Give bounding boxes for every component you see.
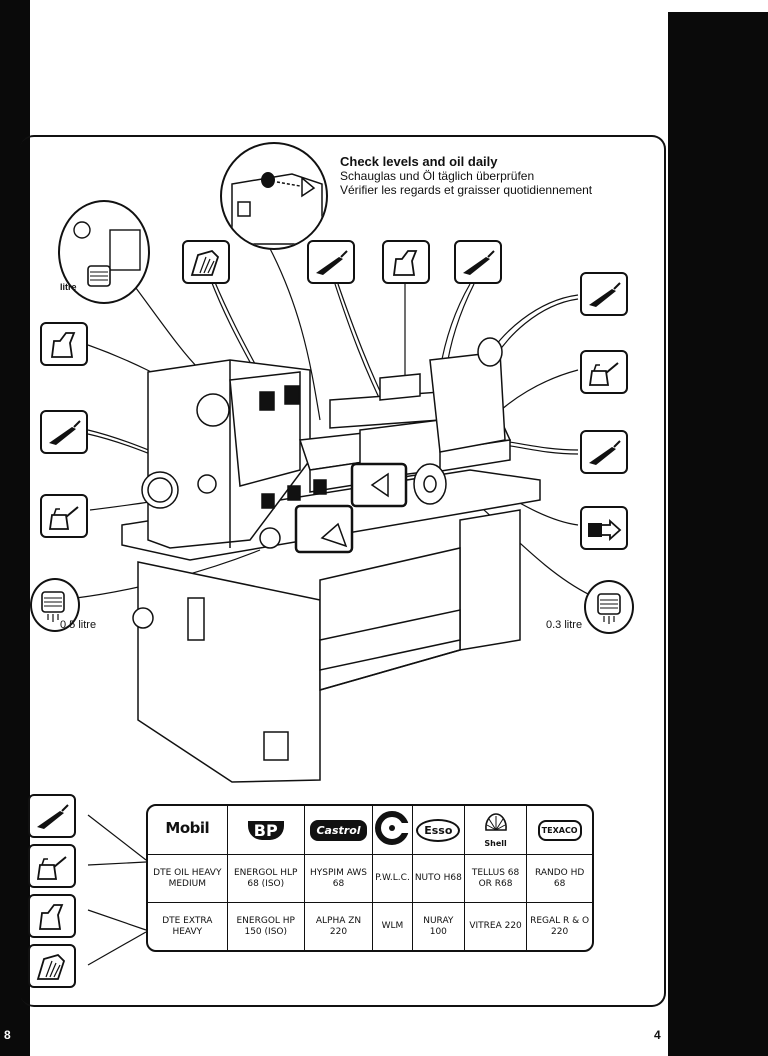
litre-label-top: litre xyxy=(60,282,77,292)
lubricant-box-grease-gun xyxy=(307,240,355,284)
brand-esso-logo: Esso xyxy=(416,818,461,842)
grade-cell: P.W.L.C. xyxy=(373,855,413,904)
oil-can-icon-small xyxy=(588,362,619,386)
scan-edge-left xyxy=(0,0,30,1056)
grade-cell: RANDO HD 68 xyxy=(527,855,592,904)
grease-gun-icon xyxy=(49,420,81,445)
lubricant-box-grease-gun xyxy=(580,430,628,474)
grade-cell: NUTO H68 xyxy=(412,855,465,904)
grade-row-medium: DTE OIL HEAVY MEDIUM ENERGOL HLP 68 (ISO… xyxy=(148,855,592,904)
brand-texaco-logo: TEXACO xyxy=(537,819,582,841)
brand-c xyxy=(373,806,413,855)
sight-glass-icon xyxy=(231,172,323,245)
grade-cell: VITREA 220 xyxy=(465,903,528,950)
lubricant-box-hand xyxy=(580,506,628,550)
oil-drain-icon xyxy=(41,591,65,622)
grade-cell: REGAL R & O 220 xyxy=(530,915,590,937)
shell-logo-icon xyxy=(484,812,507,831)
instruction-french: Vérifier les regards et graisser quotidi… xyxy=(340,183,593,197)
grade-cell: ENERGOL HP 150 (ISO) xyxy=(228,903,305,950)
page-frame xyxy=(20,135,666,1007)
brand-castrol: Castrol xyxy=(304,806,374,855)
legend-oil-can-small xyxy=(28,844,76,888)
grade-cell: DTE EXTRA HEAVY xyxy=(148,903,228,950)
oil-can-icon-small xyxy=(48,506,79,530)
instruction-english: Check levels and oil daily xyxy=(340,154,498,169)
lubricant-box-oil-can xyxy=(382,240,430,284)
oil-can-icon xyxy=(38,904,64,930)
brand-texaco: TEXACO xyxy=(527,806,592,855)
oil-drain-icon xyxy=(597,593,621,624)
instruction-header: Check levels and oil daily Schauglas und… xyxy=(340,154,660,197)
oil-drain-magnifier-left xyxy=(30,578,80,632)
grease-gun-icon xyxy=(316,250,348,275)
grade-cell: NURAY 100 xyxy=(413,903,465,950)
oil-drain-icon xyxy=(73,221,141,287)
lubricant-box-oil-can-small xyxy=(40,494,88,538)
hand-pointer-icon xyxy=(588,518,622,542)
lubricant-box-oil-can-small xyxy=(580,350,628,394)
brand-mobil: Mobil xyxy=(148,806,228,855)
litre-label-right: 0.3 litre xyxy=(546,619,583,631)
brand-bp: BP xyxy=(227,806,305,855)
page-number-left: 8 xyxy=(4,1028,11,1042)
instruction-german: Schauglas und Öl täglich überprüfen xyxy=(340,169,535,183)
brand-castrol-logo: Castrol xyxy=(310,819,367,841)
grade-cell: WLM xyxy=(373,903,413,950)
lubricant-box-grease-gun xyxy=(40,410,88,454)
brand-row: Mobil BP Castrol Esso Shell TEXACO xyxy=(148,806,592,855)
legend-grease-can xyxy=(28,944,76,988)
sight-glass-magnifier xyxy=(220,142,328,250)
grease-can-icon xyxy=(36,953,66,980)
lubricant-box-oil-can xyxy=(40,322,88,366)
grade-cell: DTE OIL HEAVY MEDIUM xyxy=(148,855,228,904)
brand-mobil-logo: Mobil xyxy=(165,819,210,837)
oil-can-icon xyxy=(50,332,76,358)
grease-gun-icon xyxy=(37,804,69,829)
grease-gun-icon xyxy=(589,282,621,307)
grease-gun-icon xyxy=(463,250,495,275)
brand-shell-label: Shell xyxy=(484,838,507,848)
brand-esso: Esso xyxy=(412,806,465,855)
brand-bp-logo: BP xyxy=(247,820,284,840)
legend-grease-gun xyxy=(28,794,76,838)
grease-can-icon xyxy=(190,249,220,276)
grade-cell: ENERGOL HLP 68 (ISO) xyxy=(227,855,305,904)
legend-oil-can xyxy=(28,894,76,938)
grease-gun-icon xyxy=(589,440,621,465)
oil-equivalents-table: Mobil BP Castrol Esso Shell TEXACO DTE O… xyxy=(146,804,594,952)
grade-cell: TELLUS 68 OR R68 xyxy=(464,855,528,904)
c-logo-icon xyxy=(375,811,410,845)
page-number-right: 4 xyxy=(654,1028,661,1042)
oil-can-icon-small xyxy=(36,856,67,880)
litre-label-left: 0.5 litre xyxy=(60,619,97,631)
scan-edge-right xyxy=(668,12,768,1056)
lubricant-box-grease-gun xyxy=(580,272,628,316)
brand-shell: Shell xyxy=(464,806,528,855)
grade-cell: ALPHA ZN 220 xyxy=(305,903,374,950)
oil-fill-magnifier-left xyxy=(58,200,150,304)
grade-cell: HYSPIM AWS 68 xyxy=(304,855,374,904)
oil-can-icon xyxy=(392,250,418,276)
lubricant-box-grease xyxy=(182,240,230,284)
grade-row-heavy: DTE EXTRA HEAVY ENERGOL HP 150 (ISO) ALP… xyxy=(148,903,592,950)
oil-drain-magnifier-right xyxy=(584,580,634,634)
lubricant-box-grease-gun xyxy=(454,240,502,284)
